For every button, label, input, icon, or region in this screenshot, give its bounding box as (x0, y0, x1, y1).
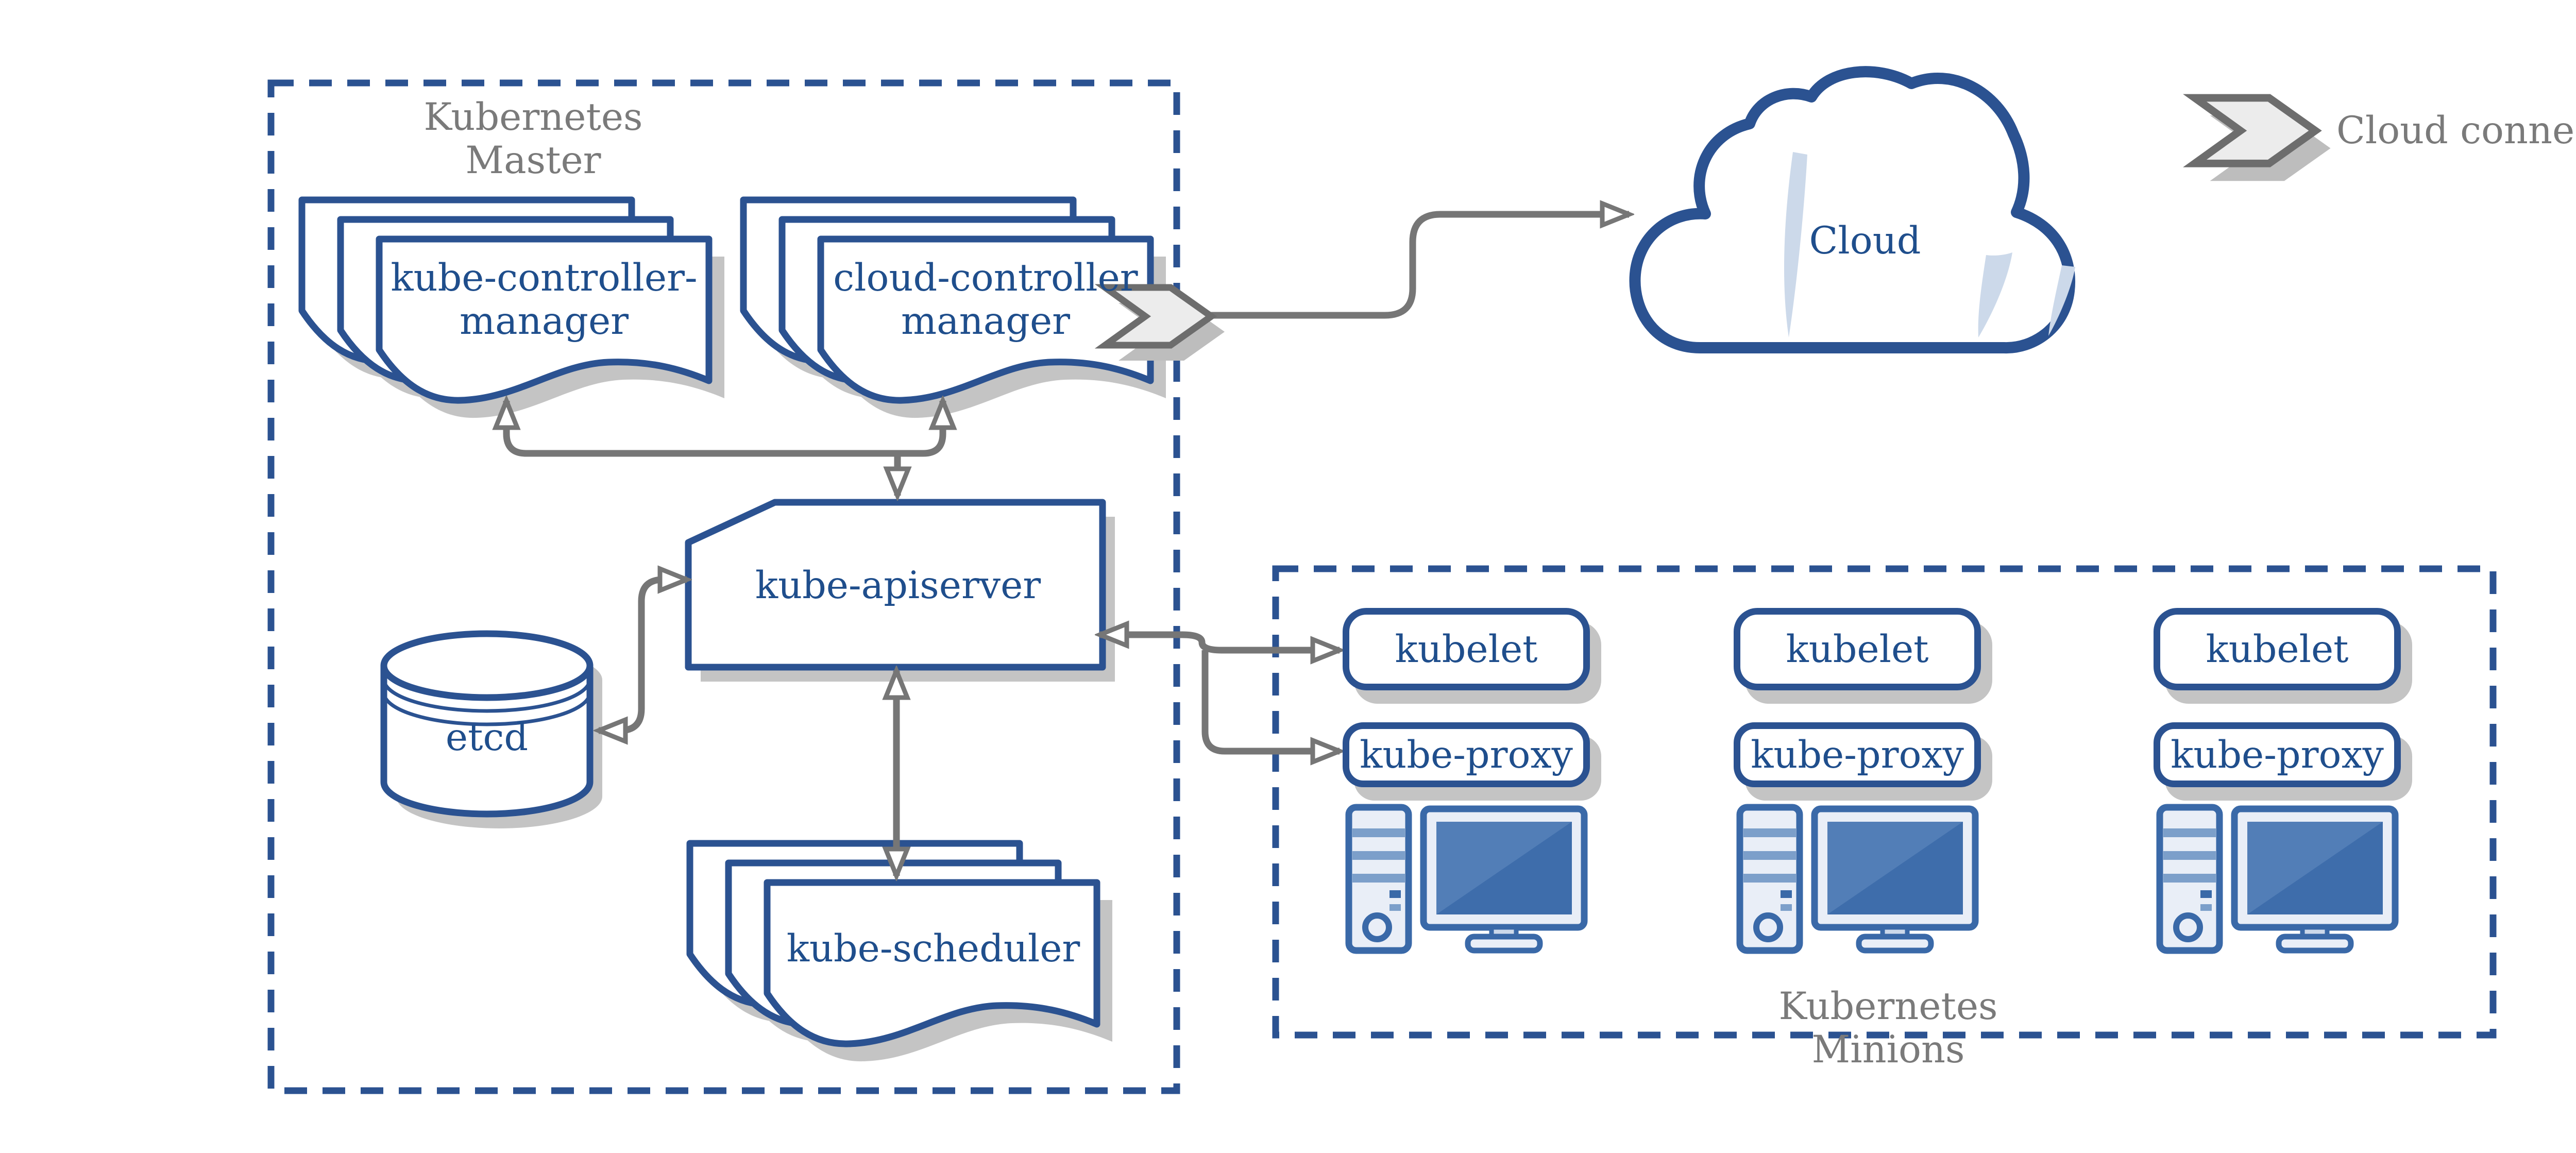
master-group-label: Kubernetes Master (423, 95, 643, 182)
kube-apiserver-label: kube-apiserver (755, 564, 1041, 607)
kube-apiserver-node (685, 499, 1115, 682)
kube-proxy-node-3: kube-proxy (2154, 722, 2401, 787)
kube-controller-manager-label: kube-controller- manager (391, 256, 698, 343)
kubernetes-minions-border (1272, 565, 2497, 1039)
cloud-connector-legend-label: Cloud connector (2336, 109, 2576, 152)
arrow-cloud-connector-to-cloud (1211, 214, 1629, 319)
kube-proxy-node-1: kube-proxy (1343, 722, 1590, 787)
cloud-controller-manager-label: cloud-controller manager (833, 256, 1138, 343)
kubelet-label: kubelet (1395, 627, 1538, 671)
cloud-shape (1629, 66, 2075, 354)
kube-scheduler-label: kube-scheduler (786, 927, 1080, 971)
kubelet-label: kubelet (1786, 627, 1929, 671)
cloud-connector-legend-icon (2191, 94, 2355, 202)
computer-icon (1345, 804, 1587, 954)
kube-proxy-label: kube-proxy (1751, 733, 1964, 777)
kubelet-node-2: kubelet (1734, 608, 1981, 690)
etcd-node (380, 630, 602, 828)
kubelet-label: kubelet (2206, 627, 2349, 671)
computer-icon (1736, 804, 1978, 954)
kube-proxy-node-2: kube-proxy (1734, 722, 1981, 787)
kubernetes-master-border (267, 79, 1180, 1094)
kubelet-node-1: kubelet (1343, 608, 1590, 690)
arrow-apiserver-to-kube-controller-manager (506, 401, 897, 457)
kubelet-node-3: kubelet (2154, 608, 2401, 690)
kube-proxy-label: kube-proxy (2171, 733, 2384, 777)
minions-group-label: Kubernetes Minions (1778, 985, 1998, 1072)
arrow-apiserver-to-cloud-controller-manager (897, 401, 943, 457)
cloud-node (1629, 66, 2075, 354)
arrow-apiserver-kube-proxy (1201, 650, 1340, 751)
cloud-slash (2048, 265, 2075, 336)
cloud-slash (1978, 252, 2012, 337)
computer-icon (2156, 804, 2398, 954)
kube-proxy-label: kube-proxy (1360, 733, 1573, 777)
arrow-apiserver-etcd (599, 580, 687, 731)
cloud-label: Cloud (1809, 219, 1921, 263)
cloud-slash (1784, 152, 1807, 337)
etcd-label: etcd (445, 716, 529, 759)
arrow-apiserver-kubelet (1100, 635, 1340, 650)
